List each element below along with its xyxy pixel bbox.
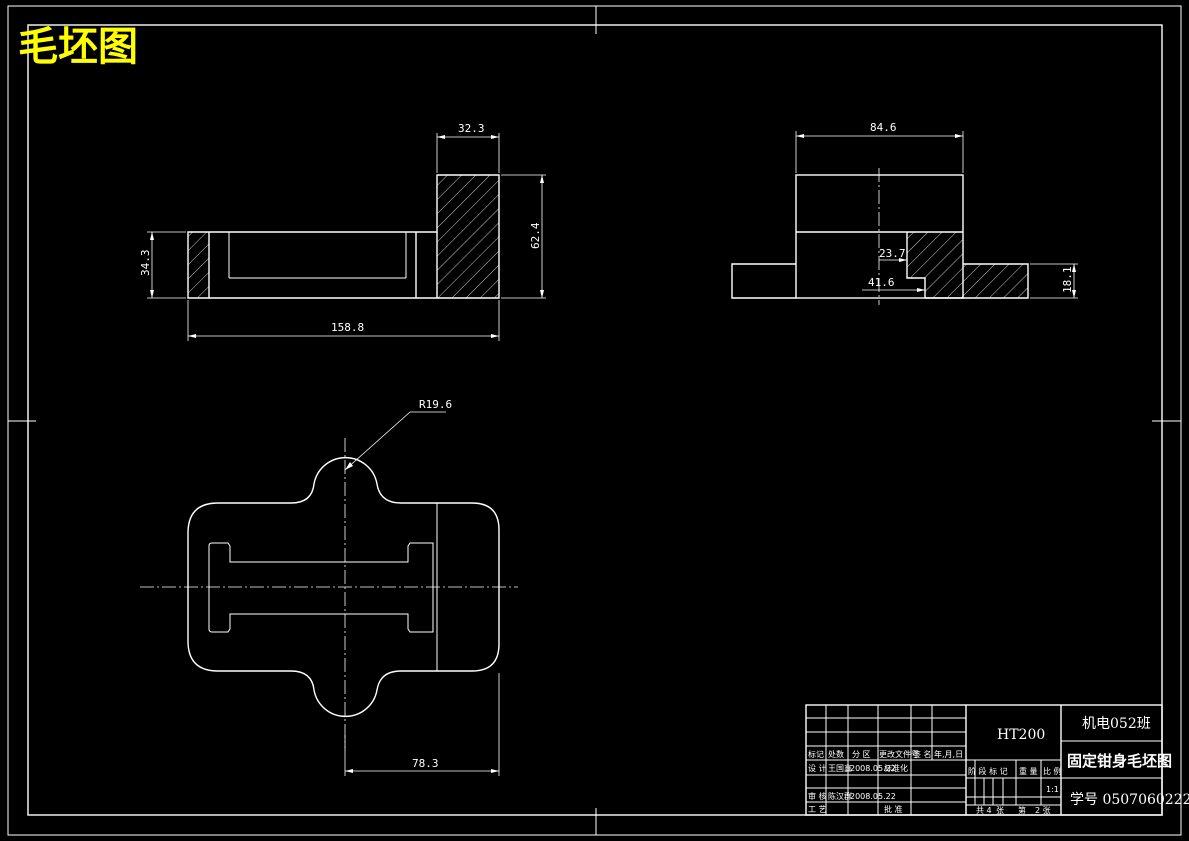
tb-part-name: 固定钳身毛坯图 [1067,752,1172,770]
tb-standard-label: 标准化 [884,763,908,773]
front-left-section-hatch [188,232,209,298]
tb-class-name: 机电052班 [1082,716,1151,732]
tb-stage-label: 阶 段 标 记 [968,766,1008,776]
dim-34-3: 34.3 [139,250,152,277]
dim-78-3: 78.3 [412,757,439,770]
top-view: R19.6 78.3 [140,398,518,776]
tb-material: HT200 [997,727,1045,743]
tb-mark: 标记 [808,749,824,759]
tb-designer: 王国鑫 [828,763,852,773]
dim-18-1: 18.1 [1061,267,1074,294]
tb-process-label: 工 艺 [808,805,827,814]
tb-reviewer: 陈汉群 [828,791,852,801]
tb-review-date: 2008.05.22 [850,792,896,801]
tb-scale-label: 比 例 [1043,766,1062,776]
tb-signature: 签 名 [913,749,932,759]
tb-sheets-no: 第 [1018,805,1026,815]
tb-zone: 分 区 [852,750,871,759]
front-right-section-hatch [437,175,499,298]
dim-23-7: 23.7 [879,247,906,260]
tb-design-label: 设 计 [808,763,827,773]
tb-weight-label: 重 量 [1019,766,1038,776]
tb-sheets-current: 2 张 [1035,806,1051,815]
side-section-hatch [907,232,1028,298]
tb-sheets-total: 共 4 [976,806,992,815]
dim-62-4: 62.4 [529,222,542,249]
tb-date-head: 年,月,日 [934,749,963,759]
sheet-frame [7,5,1182,836]
side-view: 84.6 23.7 41.6 18.1 [731,121,1078,305]
dim-84-6: 84.6 [870,121,897,134]
dim-158-8: 158.8 [331,321,364,334]
drawing-title: 毛坯图 [18,24,138,70]
tb-count: 处数 [828,749,844,759]
tb-design-date: 2008.05.22 [850,764,896,773]
tb-change-doc: 更改文件号 [879,749,919,759]
tb-approve-label: 批 准 [884,804,903,814]
tb-review-label: 审 核 [808,791,827,801]
title-block: HT200 机电052班 固定钳身毛坯图 学号 0507060222 标记 处数… [805,704,1189,816]
tb-student-no: 学号 0507060222 [1070,792,1189,808]
tb-scale: 1:1 [1046,785,1059,794]
tb-sheets-unit: 张 [996,806,1004,815]
front-view: 32.3 62.4 34.3 158.8 [139,122,546,341]
dim-32-3: 32.3 [458,122,485,135]
dim-41-6: 41.6 [868,276,895,289]
dim-r19-6: R19.6 [419,398,452,411]
